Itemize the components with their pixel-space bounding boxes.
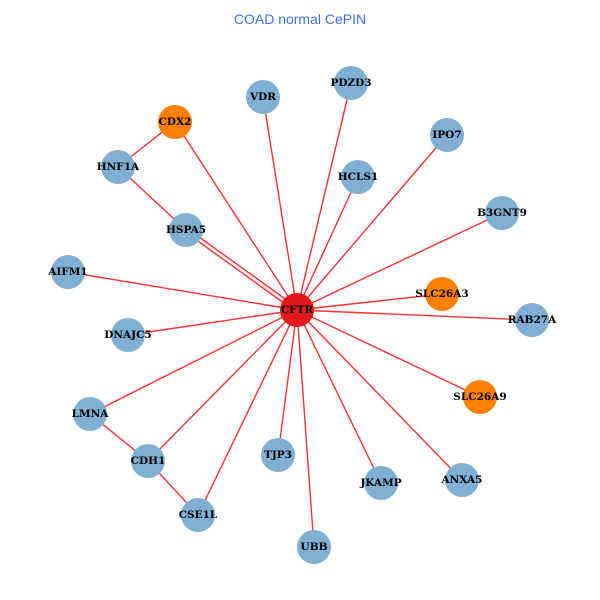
node-label: CDH1 [131, 455, 166, 467]
node-label: UBB [301, 541, 328, 553]
node-label: VDR [249, 91, 276, 103]
node-label: HCLS1 [338, 171, 379, 183]
node-circle [334, 66, 368, 100]
node-label: SLC26A9 [453, 391, 506, 403]
node-b3gnt9[interactable]: B3GNT9 [477, 196, 527, 230]
node-circle [364, 466, 398, 500]
node-label: HSPA5 [166, 224, 206, 236]
node-hnf1a[interactable]: HNF1A [97, 150, 140, 184]
node-label: RAB27A [508, 314, 557, 326]
node-circle [280, 293, 314, 327]
node-hcls1[interactable]: HCLS1 [338, 160, 379, 194]
node-ubb[interactable]: UBB [297, 530, 331, 564]
edge-cftr-b3gnt9 [296, 212, 503, 311]
node-vdr[interactable]: VDR [246, 80, 280, 114]
node-label: SLC26A3 [415, 288, 468, 300]
edge-cftr-hcls1 [296, 176, 359, 311]
node-circle [261, 438, 295, 472]
node-circle [425, 277, 459, 311]
node-cse1l[interactable]: CSE1L [179, 498, 218, 532]
node-label: B3GNT9 [477, 207, 527, 219]
node-circle [158, 105, 192, 139]
node-label: CFTR [281, 304, 314, 316]
node-label: IPO7 [432, 129, 461, 141]
node-rab27a[interactable]: RAB27A [508, 303, 557, 337]
node-label: TJP3 [264, 449, 292, 461]
node-tjp3[interactable]: TJP3 [261, 438, 295, 472]
edge-cftr-jkamp [296, 309, 382, 484]
edge-cftr-pdzd3 [296, 82, 352, 311]
edge-cftr-dnajc5 [127, 309, 298, 336]
node-cftr[interactable]: CFTR [280, 293, 314, 327]
edge-cftr-tjp3 [277, 309, 298, 456]
node-label: HNF1A [97, 161, 140, 173]
node-circle [246, 80, 280, 114]
node-cdx2[interactable]: CDX2 [158, 105, 192, 139]
node-label: LMNA [72, 408, 110, 420]
node-anxa5[interactable]: ANXA5 [441, 463, 483, 497]
node-lmna[interactable]: LMNA [72, 397, 110, 431]
edge-cftr-rab27a [296, 309, 533, 321]
edge-cftr-hspa5 [186, 227, 299, 309]
node-circle [169, 213, 203, 247]
node-circle [515, 303, 549, 337]
node-circle [181, 498, 215, 532]
edge-cftr-ipo7 [296, 134, 448, 311]
node-circle [111, 318, 145, 352]
node-circle [297, 530, 331, 564]
edge-cftr-aifm1 [67, 271, 298, 311]
node-slc26a3[interactable]: SLC26A3 [415, 277, 469, 311]
node-circle [463, 380, 497, 414]
node-aifm1[interactable]: AIFM1 [47, 255, 88, 289]
node-slc26a9[interactable]: SLC26A9 [453, 380, 507, 414]
node-pdzd3[interactable]: PDZD3 [330, 66, 372, 100]
node-circle [485, 196, 519, 230]
edge-cftr-anxa5 [296, 309, 463, 481]
node-dnajc5[interactable]: DNAJC5 [104, 318, 152, 352]
node-cdh1[interactable]: CDH1 [131, 444, 166, 478]
node-ipo7[interactable]: IPO7 [430, 118, 464, 152]
edge-cftr-cdx2 [174, 121, 298, 311]
edge-cftr-vdr [262, 96, 298, 311]
edge-cftr-hspa5 [184, 231, 297, 313]
node-label: ANXA5 [441, 474, 483, 486]
node-circle [73, 397, 107, 431]
node-circle [341, 160, 375, 194]
node-label: AIFM1 [47, 266, 87, 278]
node-label: CSE1L [179, 509, 218, 521]
edge-cftr-cse1l [197, 309, 298, 516]
edge-cftr-ubb [296, 309, 315, 548]
node-hspa5[interactable]: HSPA5 [166, 213, 206, 247]
node-circle [101, 150, 135, 184]
node-circle [51, 255, 85, 289]
node-label: DNAJC5 [104, 329, 151, 341]
node-label: CDX2 [159, 116, 192, 128]
edge-cftr-cdh1 [147, 309, 298, 462]
node-label: JKAMP [359, 477, 401, 489]
diagram-title: COAD normal CePIN [233, 11, 367, 27]
edge-cftr-lmna [89, 309, 298, 415]
edge-cftr-slc26a9 [296, 309, 481, 398]
node-circle [131, 444, 165, 478]
edge-cftr-slc26a3 [296, 293, 443, 311]
node-label: PDZD3 [330, 77, 371, 89]
node-jkamp[interactable]: JKAMP [359, 466, 402, 500]
node-circle [430, 118, 464, 152]
node-circle [445, 463, 479, 497]
